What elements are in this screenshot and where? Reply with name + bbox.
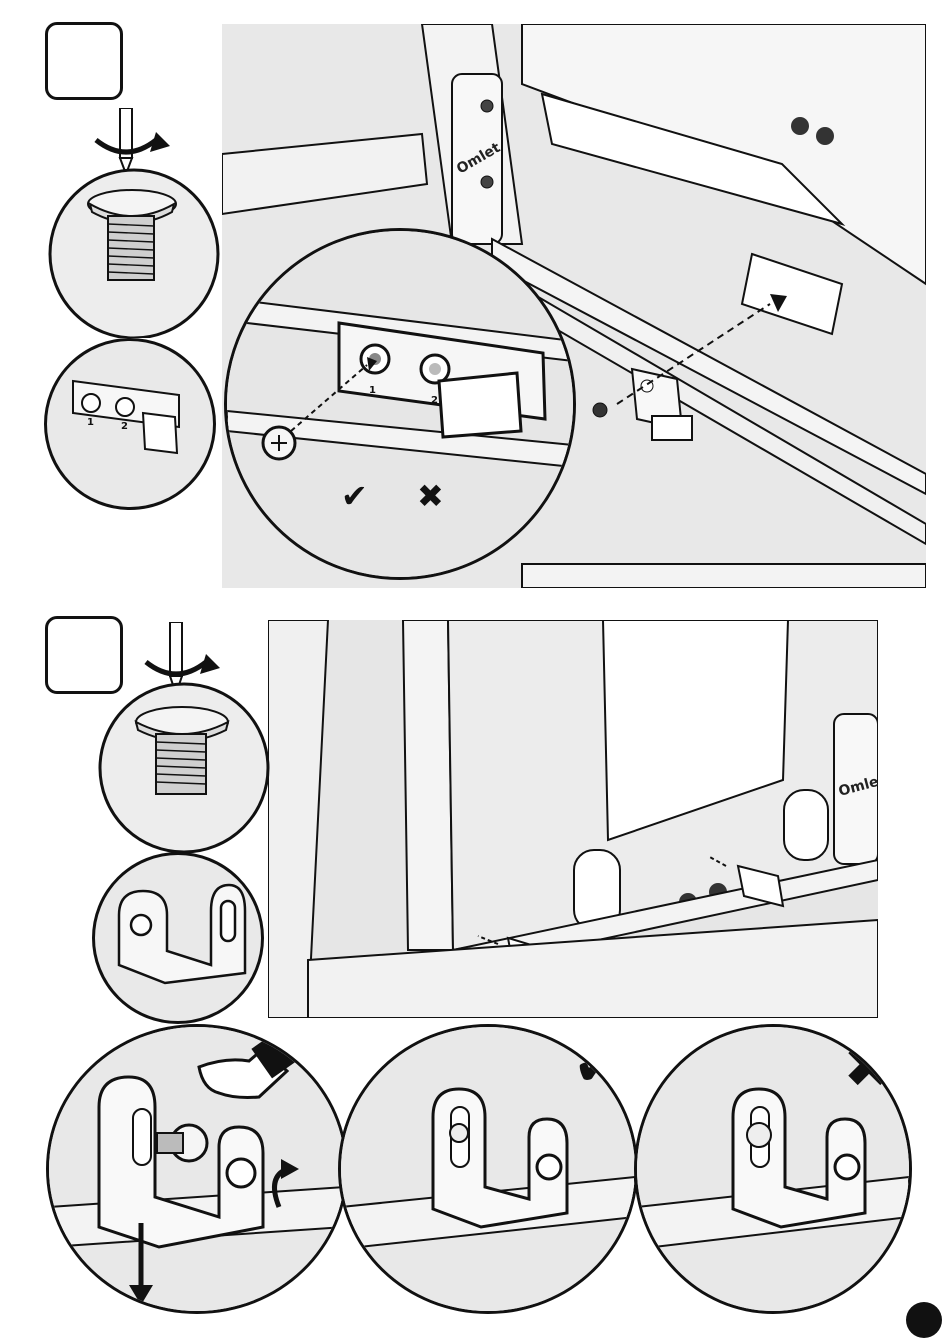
step-1-screw-detail: [44, 108, 220, 338]
step-1-number-box: [45, 22, 123, 100]
zoom-bracket-label-2: 2: [431, 395, 438, 406]
step-1-correct-mark: ✔: [341, 477, 368, 515]
step-2-screw-drawing: [92, 622, 270, 854]
zoom-bracket-label-1: 1: [369, 385, 376, 396]
step-1-bracket-detail: 1 2: [44, 338, 216, 510]
step-2-wrong-detail: ✖: [634, 1024, 912, 1314]
step-1-zoom-drawing: 1 2 ✔ ✖: [227, 231, 573, 577]
step-1-bracket-drawing: 1 2: [47, 341, 213, 507]
step-2-assembly-illustration: Omlet: [268, 620, 878, 1018]
bracket-detail-label-1: 1: [87, 417, 94, 428]
step-2-correct-detail: ✔: [338, 1024, 638, 1314]
step-1-screw-drawing: [44, 108, 220, 338]
step-1-wrong-mark: ✖: [417, 477, 444, 515]
step-2-wrong-mark: ✖: [843, 1029, 895, 1102]
step-2-bracket-drawing: [95, 855, 261, 1021]
step-2-bracket-detail: [92, 852, 264, 1024]
step-2-install-detail: [46, 1024, 348, 1314]
step-2-install-drawing: [49, 1027, 345, 1311]
page-number-badge: [906, 1302, 942, 1338]
step-2-screw-detail: [92, 622, 270, 854]
step-1-zoom-detail: 1 2 ✔ ✖: [224, 228, 576, 580]
bracket-detail-label-2: 2: [121, 421, 128, 432]
step-2-assembly-drawing: Omlet: [268, 620, 878, 1018]
step-2-correct-mark: ✔: [573, 1031, 622, 1099]
